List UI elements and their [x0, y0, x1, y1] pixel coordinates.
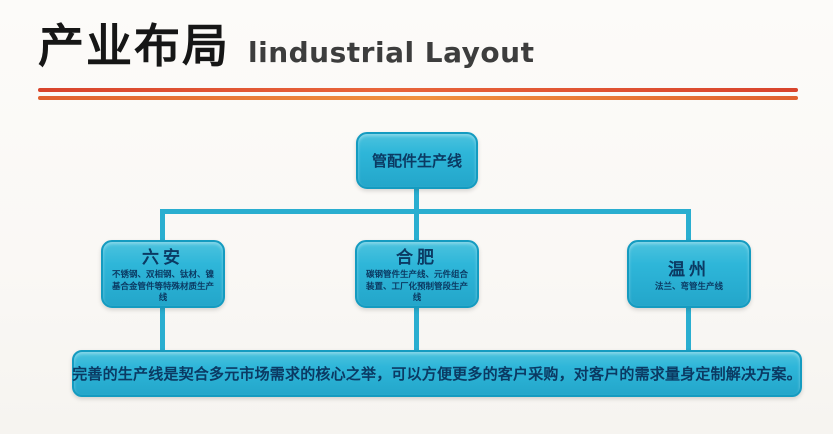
page-subtitle: lindustrial Layout: [248, 36, 535, 69]
node-hefei: 合肥 碳钢管件生产线、元件组合装置、工厂化预制管段生产线: [355, 240, 479, 308]
node-wenzhou: 温州 法兰、弯管生产线: [627, 240, 751, 308]
node-wenzhou-name: 温州: [668, 259, 710, 280]
connector-drop-wenzhou: [686, 306, 691, 352]
connector-horizontal: [160, 209, 691, 214]
node-luan-desc: 不锈钢、双相钢、钛材、镍基合金管件等特殊材质生产线: [111, 270, 214, 304]
node-wenzhou-desc: 法兰、弯管生产线: [654, 281, 723, 292]
connector-stub-wenzhou: [686, 209, 691, 242]
summary-text: 完善的生产线是契合多元市场需求的核心之举，可以方便更多的客户采购，对客户的需求量…: [72, 365, 802, 383]
connector-stub-luan: [160, 209, 165, 242]
divider-line-top: [38, 88, 798, 92]
connector-stub-hefei: [414, 209, 419, 242]
page-header: 产业布局 lindustrial Layout: [38, 10, 534, 76]
node-hefei-desc: 碳钢管件生产线、元件组合装置、工厂化预制管段生产线: [365, 270, 468, 304]
connector-drop-luan: [160, 306, 165, 352]
summary-bar: 完善的生产线是契合多元市场需求的核心之举，可以方便更多的客户采购，对客户的需求量…: [72, 350, 802, 397]
node-luan: 六安 不锈钢、双相钢、钛材、镍基合金管件等特殊材质生产线: [101, 240, 225, 308]
node-root-label: 管配件生产线: [371, 152, 462, 170]
connector-drop-hefei: [414, 306, 419, 352]
divider-line-bottom: [38, 96, 798, 100]
page-title: 产业布局: [38, 19, 230, 73]
connector-root-stem: [414, 188, 419, 211]
node-hefei-name: 合肥: [396, 248, 438, 269]
node-root: 管配件生产线: [356, 132, 478, 189]
node-luan-name: 六安: [142, 248, 184, 269]
